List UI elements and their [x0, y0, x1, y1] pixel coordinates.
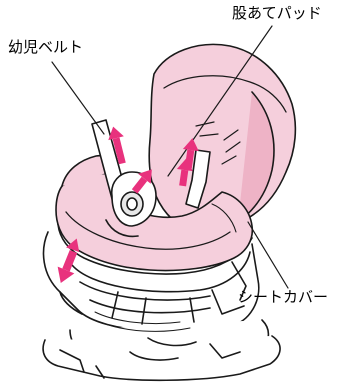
- leader-infant-belt: [52, 62, 104, 134]
- seat-cover: [56, 44, 295, 270]
- infant-belt-label: 幼児ベルト: [8, 40, 83, 55]
- seat-cover-label: シートカバー: [238, 290, 328, 305]
- crotch-pad-label: 股あてパッド: [232, 6, 322, 21]
